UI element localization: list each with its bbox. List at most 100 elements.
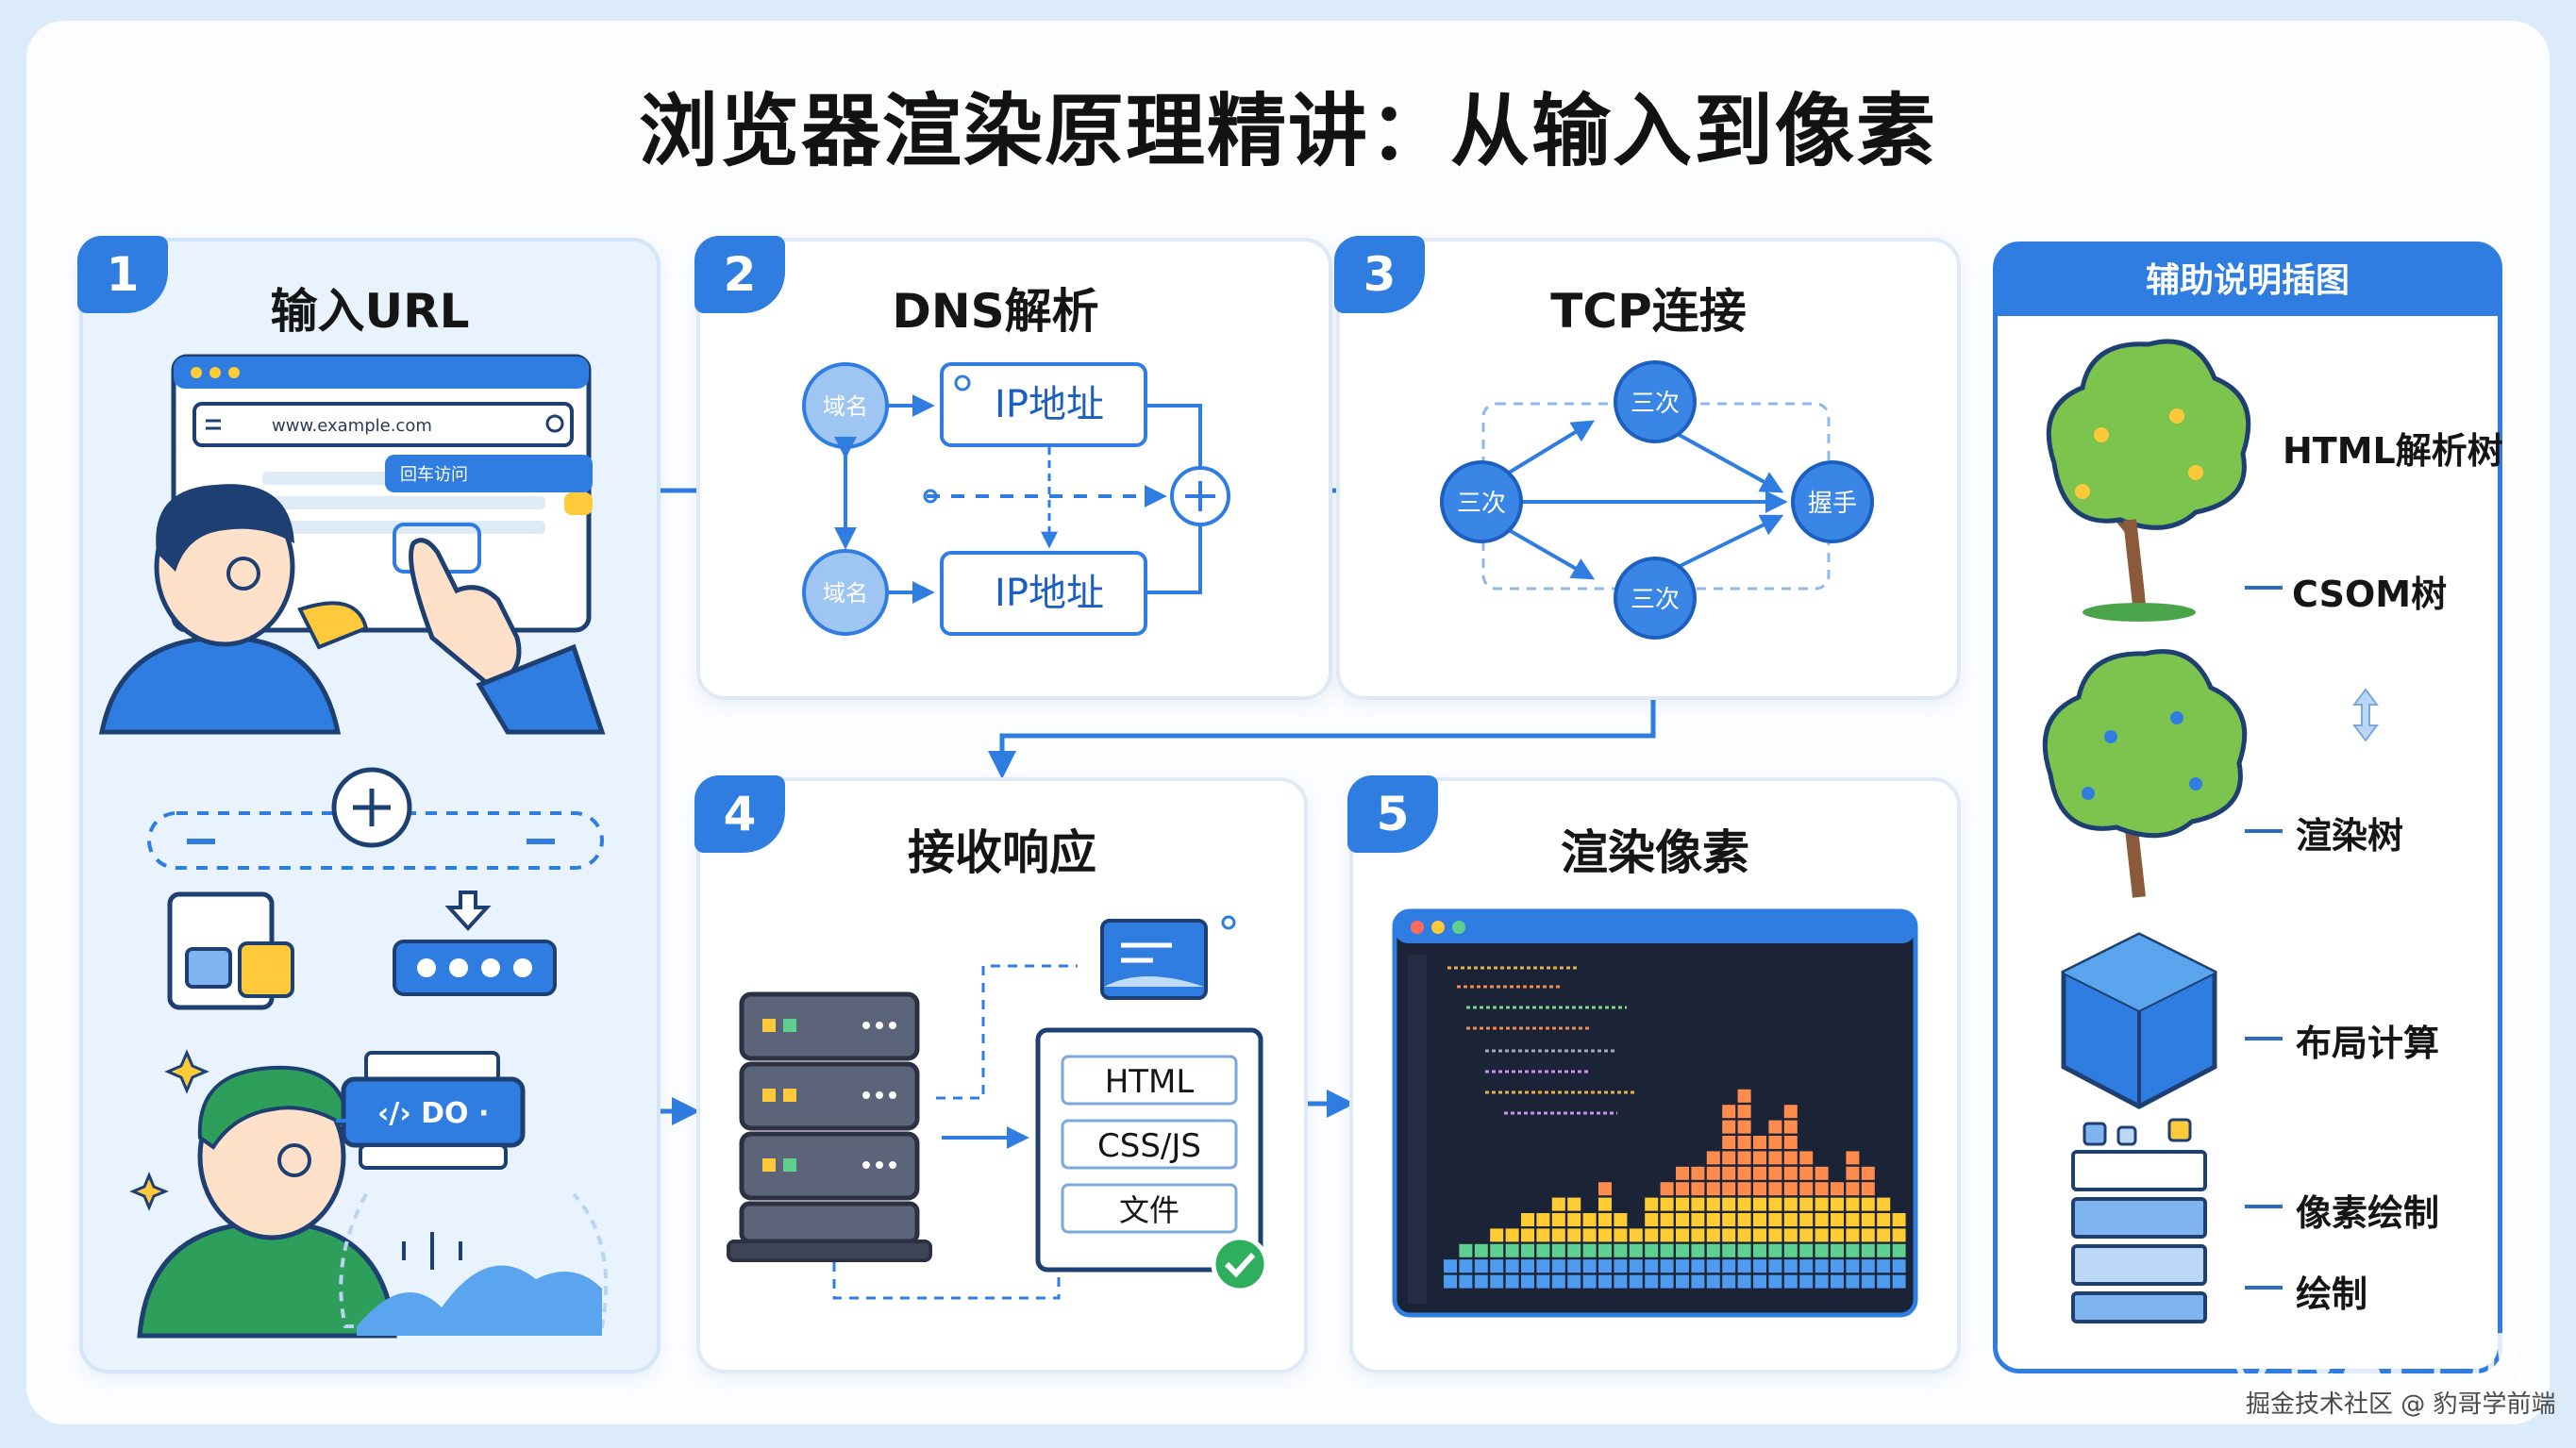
pixel-cell [1831, 1182, 1844, 1196]
pixel-cell [1676, 1259, 1689, 1273]
pixel-cell [1567, 1274, 1581, 1289]
tcp-node-left [1440, 460, 1523, 543]
pixel-cell [1490, 1274, 1504, 1289]
pixel-cell [1861, 1197, 1875, 1211]
pixel-cell [1861, 1213, 1875, 1226]
step-5-badge: 5 [1347, 775, 1438, 853]
tcp-node-top [1614, 360, 1697, 443]
step-2-badge: 2 [694, 236, 785, 313]
pixel-cell [1815, 1166, 1829, 1180]
pixel-cell [1799, 1274, 1814, 1289]
pixel-cell [1505, 1243, 1519, 1257]
svg-text:域名: 域名 [823, 393, 868, 420]
pixel-cell [1629, 1259, 1643, 1273]
cube-icon [2061, 932, 2217, 1109]
pixel-cell [1861, 1259, 1875, 1273]
pixel-cell [1799, 1151, 1814, 1165]
pixel-cell [1567, 1243, 1581, 1257]
pixel-cell [1660, 1182, 1674, 1196]
pixel-cell [1799, 1228, 1814, 1242]
url-text: www.example.com [272, 416, 432, 436]
step-4-title: 接收响应 [908, 825, 1096, 880]
pixel-cell [1551, 1197, 1565, 1211]
pixel-cell [1753, 1182, 1766, 1196]
pixel-cell [1691, 1213, 1705, 1226]
pixel-cell [1768, 1182, 1782, 1196]
pixel-cell [1753, 1243, 1766, 1257]
pixel-cell [1877, 1213, 1891, 1226]
tooltip-text: 回车访问 [400, 465, 468, 485]
tree-2-icon [2042, 649, 2248, 898]
pixel-cell [1567, 1213, 1581, 1226]
pixel-cell [1877, 1274, 1891, 1289]
pixel-cell [1722, 1274, 1736, 1289]
pixel-cell [1768, 1213, 1782, 1226]
svg-text:HTML: HTML [1105, 1063, 1195, 1101]
pixel-cell [1582, 1274, 1597, 1289]
input-connector-icon [147, 767, 604, 870]
pixel-cell [1799, 1197, 1814, 1211]
pixel-cell [1660, 1228, 1674, 1242]
pixel-cell [1722, 1213, 1736, 1226]
svg-text:握手: 握手 [1808, 490, 1857, 518]
pixel-cell [1846, 1213, 1860, 1226]
pixel-cell [1459, 1243, 1473, 1257]
pixel-cell [1676, 1274, 1689, 1289]
pixel-cell [1706, 1259, 1720, 1273]
ip-box-top [940, 362, 1147, 447]
pixel-cell [1815, 1259, 1829, 1273]
pixel-cell [1846, 1151, 1860, 1165]
pixel-cell [1551, 1213, 1565, 1226]
pixel-cell [1861, 1182, 1875, 1196]
pixel-cell [1783, 1259, 1798, 1273]
pixel-cell [1691, 1274, 1705, 1289]
pixel-cell [1645, 1197, 1659, 1211]
pixel-cell [1799, 1259, 1814, 1273]
legend-illustrations [2042, 339, 2379, 1323]
step-5-title: 渲染像素 [1561, 825, 1749, 880]
pixel-cell [1660, 1259, 1674, 1273]
pixel-cell [1737, 1136, 1751, 1149]
network-chart-icon [339, 1192, 609, 1336]
pixel-cell [1861, 1228, 1875, 1242]
pixel-cell [1815, 1274, 1829, 1289]
pixel-cell [1753, 1228, 1766, 1242]
pixel-cell [1815, 1182, 1829, 1196]
pixel-cell [1582, 1259, 1597, 1273]
pixel-cell [1877, 1228, 1891, 1242]
pixel-cell [1676, 1182, 1689, 1196]
pixel-cell [1645, 1243, 1659, 1257]
credit-text: 掘金技术社区 @ 豹哥学前端 [2246, 1390, 2556, 1419]
pixel-cell [1474, 1259, 1488, 1273]
dns-node-bottom [802, 549, 889, 636]
arrow-3-4 [988, 696, 1656, 779]
pixel-cell [1474, 1274, 1488, 1289]
pixel-cell [1815, 1243, 1829, 1257]
pixel-cell [1660, 1274, 1674, 1289]
pixel-cell [1676, 1166, 1689, 1180]
pixel-cell [1536, 1259, 1550, 1273]
pixel-cell [1505, 1228, 1519, 1242]
pixel-cell [1831, 1228, 1844, 1242]
pixel-cell [1768, 1136, 1782, 1149]
pixel-cell [1753, 1274, 1766, 1289]
pixel-cell [1660, 1213, 1674, 1226]
pixel-cell [1567, 1197, 1581, 1211]
pixel-cell [1768, 1197, 1782, 1211]
pixel-cell [1614, 1259, 1628, 1273]
pixel-cell [1536, 1228, 1550, 1242]
pixel-cell [1783, 1228, 1798, 1242]
pixel-cell [1783, 1166, 1798, 1180]
pixel-cell [1846, 1166, 1860, 1180]
pixel-cell [1831, 1274, 1844, 1289]
pixel-cell [1691, 1197, 1705, 1211]
pixel-cell [1831, 1243, 1844, 1257]
pixel-cell [1691, 1243, 1705, 1257]
tcp-diagram: 三次 三次 三次 握手 [1440, 360, 1874, 640]
pixel-cell [1706, 1166, 1720, 1180]
pixel-cell [1722, 1151, 1736, 1165]
pixel-cell [1645, 1259, 1659, 1273]
pixel-cell [1598, 1259, 1612, 1273]
legend-dash-3 [2245, 1037, 2283, 1040]
pixel-cell [1799, 1166, 1814, 1180]
